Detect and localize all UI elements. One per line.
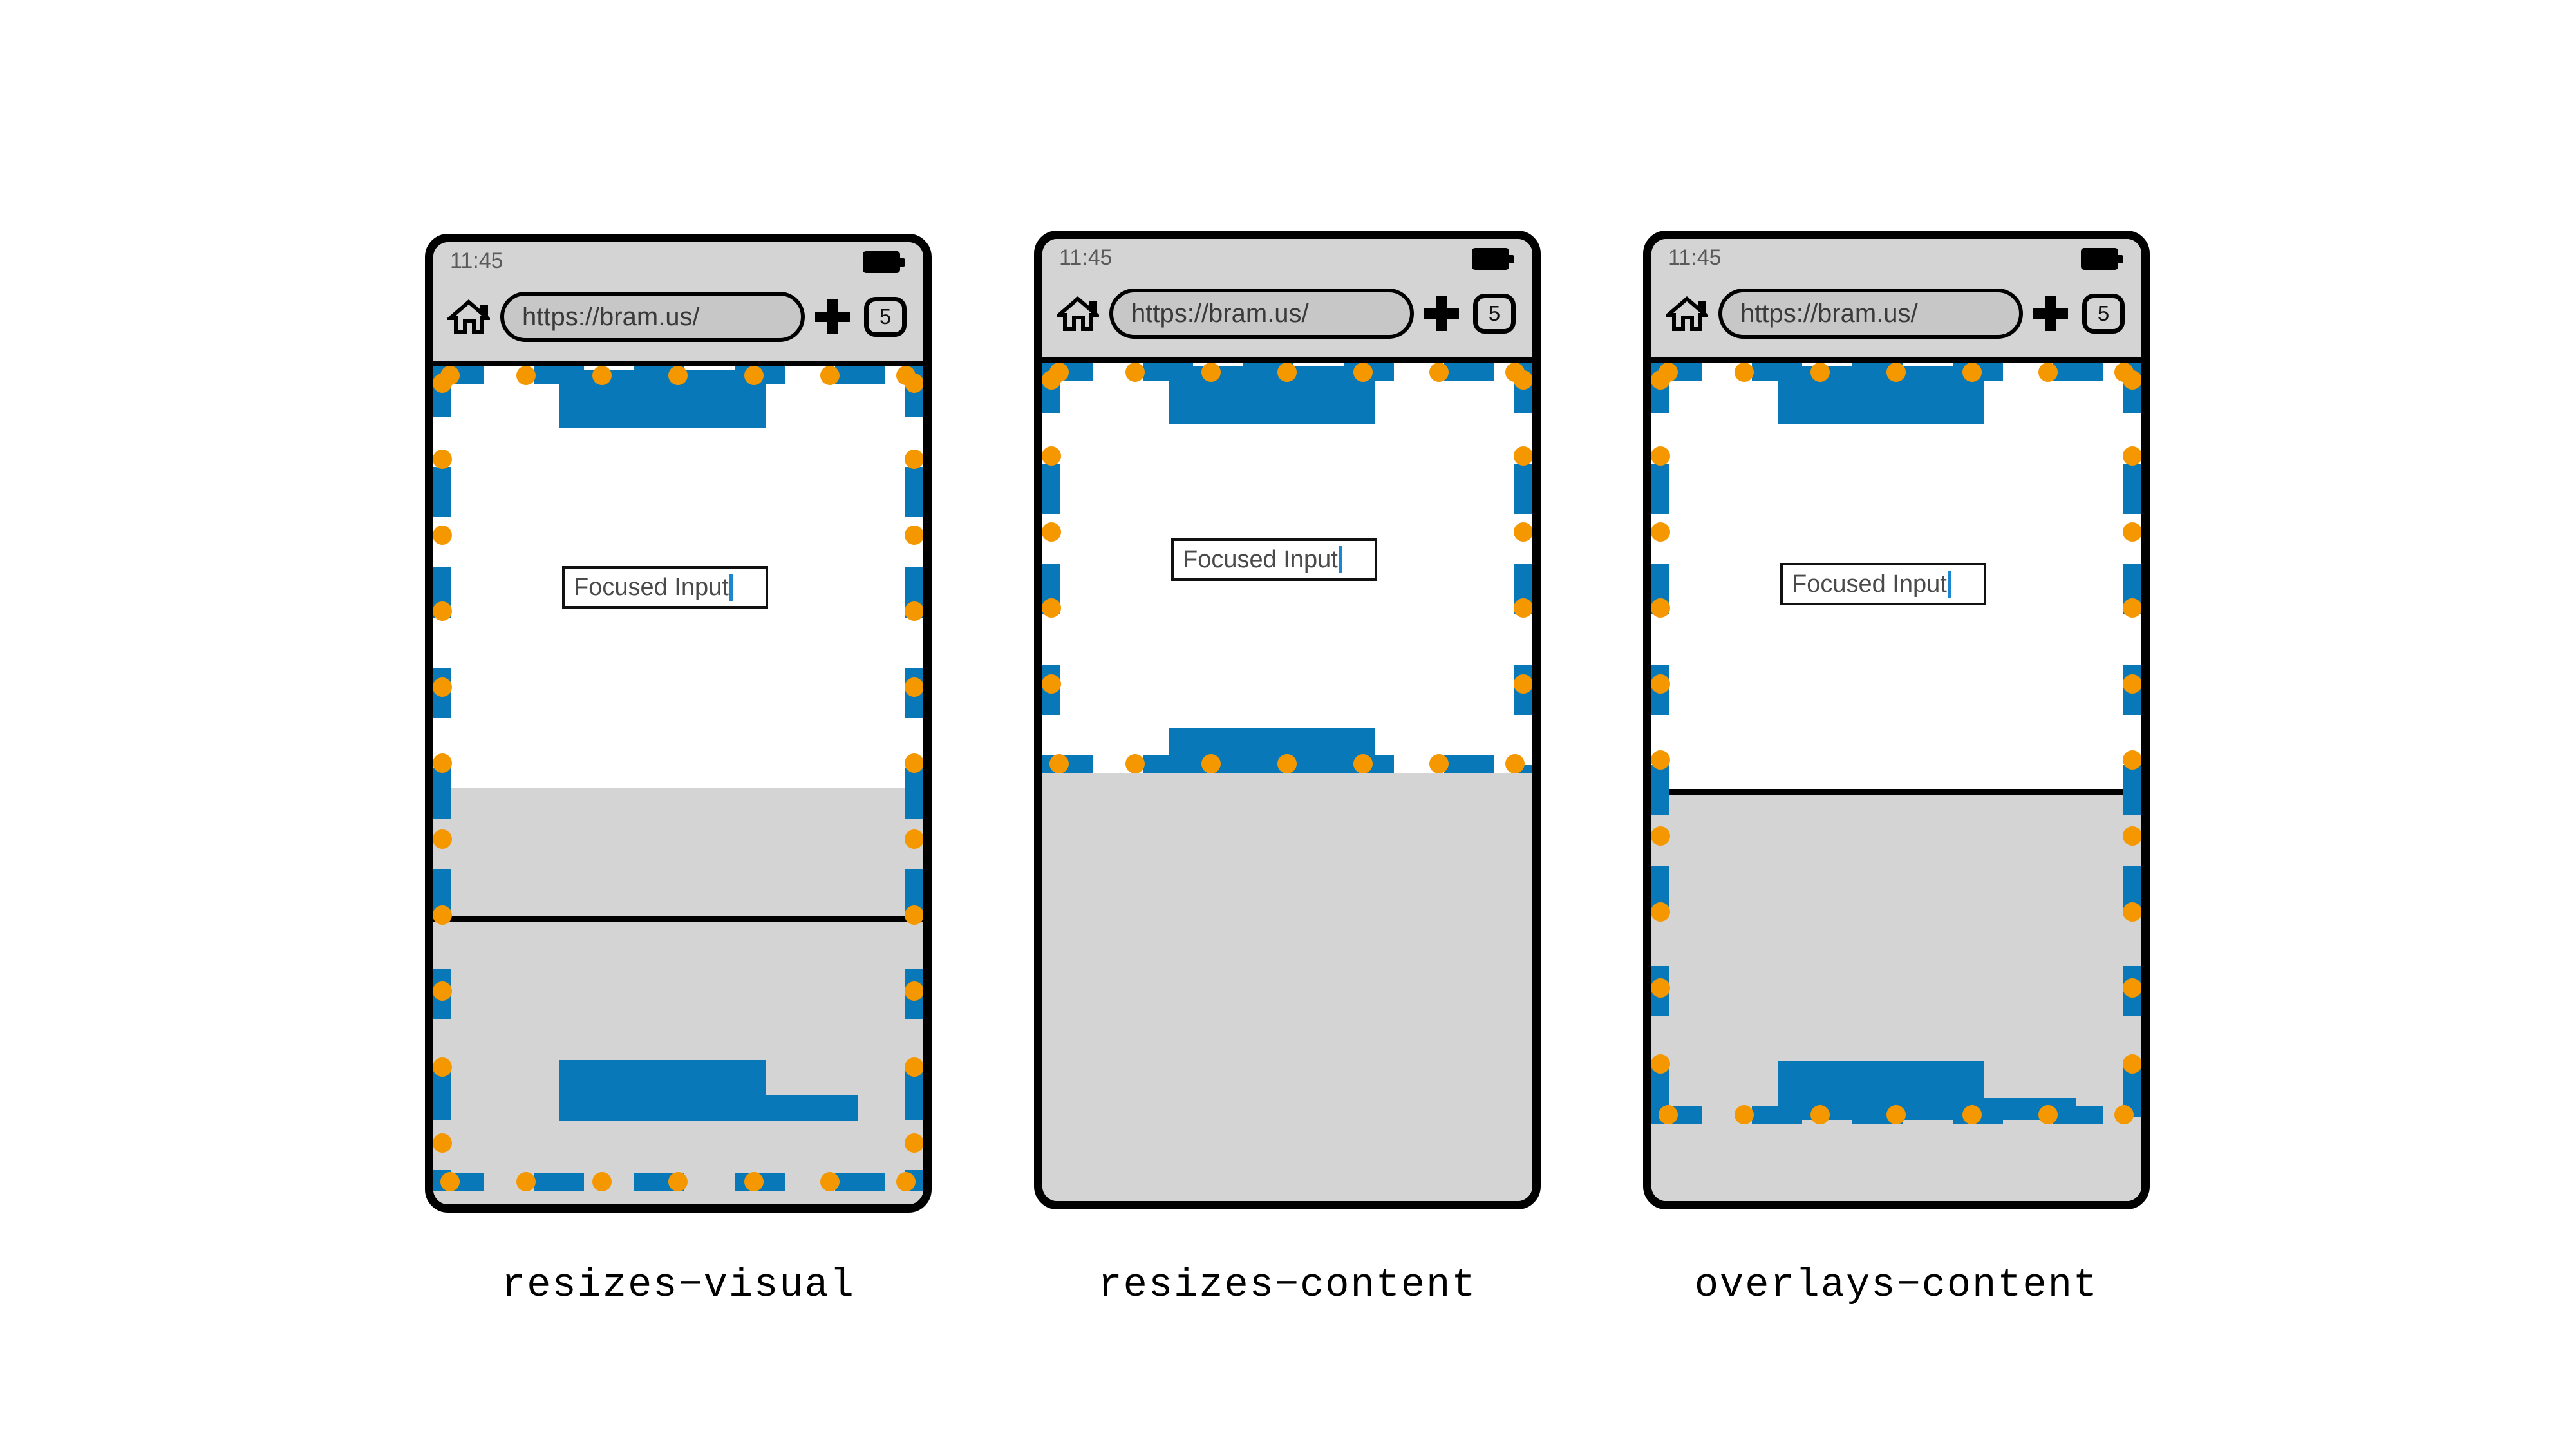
page-viewport: Focused Input xyxy=(1042,363,1532,773)
url-text: https://bram.us/ xyxy=(522,302,700,331)
browser-toolbar: https://bram.us/ 5 xyxy=(433,278,923,355)
battery-full-icon xyxy=(2081,248,2125,271)
plus-icon[interactable] xyxy=(2033,296,2068,331)
text-caret xyxy=(1947,571,1951,598)
keyboard-top-border xyxy=(1651,789,2141,795)
battery-full-icon xyxy=(863,251,907,274)
browser-chrome: 11:45 https://bram.us/ 5 xyxy=(1042,239,1532,363)
focused-input[interactable]: Focused Input xyxy=(1171,538,1377,581)
page-header-block xyxy=(1778,366,1984,424)
keyboard-top-border xyxy=(433,916,923,922)
caption-resizes-content: resizes−content xyxy=(1098,1262,1477,1308)
page-header-block xyxy=(559,370,766,428)
phone-mockup-resizes-content: 11:45 https://bram.us/ 5 Focused Input xyxy=(1034,231,1541,1209)
url-bar[interactable]: https://bram.us/ xyxy=(1109,289,1414,339)
status-clock: 11:45 xyxy=(450,249,503,273)
phone-mockup-resizes-visual: 11:45 https://bram.us/ 5 xyxy=(425,234,932,1213)
page-footer-block-extension-behind-keyboard xyxy=(1984,1098,2076,1120)
focused-input-value: Focused Input xyxy=(1792,570,1947,598)
on-screen-keyboard xyxy=(433,788,923,1204)
text-caret xyxy=(1338,546,1342,573)
plus-icon[interactable] xyxy=(815,299,850,334)
status-clock: 11:45 xyxy=(1059,245,1113,270)
focused-input-value: Focused Input xyxy=(574,573,729,601)
text-caret xyxy=(729,574,733,601)
tab-count-button[interactable]: 5 xyxy=(2082,294,2125,334)
plus-icon[interactable] xyxy=(1424,296,1459,331)
caption-overlays-content: overlays−content xyxy=(1694,1262,2099,1308)
url-text: https://bram.us/ xyxy=(1740,299,1918,328)
on-screen-keyboard xyxy=(1651,789,2141,1201)
home-icon[interactable] xyxy=(1666,296,1708,332)
browser-chrome: 11:45 https://bram.us/ 5 xyxy=(433,242,923,366)
battery-full-icon xyxy=(1472,248,1516,271)
status-bar: 11:45 xyxy=(433,242,923,281)
home-icon[interactable] xyxy=(1057,296,1099,332)
page-header-block xyxy=(1169,366,1375,424)
status-bar: 11:45 xyxy=(1651,239,2141,278)
on-screen-keyboard xyxy=(1042,773,1532,1201)
focused-input[interactable]: Focused Input xyxy=(1780,563,1986,605)
tab-count-button[interactable]: 5 xyxy=(1473,294,1516,334)
page-footer-block-behind-keyboard xyxy=(1778,1061,1984,1120)
home-icon[interactable] xyxy=(447,299,490,335)
browser-toolbar: https://bram.us/ 5 xyxy=(1651,275,2141,352)
page-footer-block xyxy=(1169,728,1375,773)
status-bar: 11:45 xyxy=(1042,239,1532,278)
url-bar[interactable]: https://bram.us/ xyxy=(500,292,805,342)
browser-toolbar: https://bram.us/ 5 xyxy=(1042,275,1532,352)
page-footer-block-extension-behind-keyboard xyxy=(766,1095,858,1121)
page-footer-block-behind-keyboard xyxy=(559,1060,766,1121)
url-bar[interactable]: https://bram.us/ xyxy=(1718,289,2023,339)
focused-input-value: Focused Input xyxy=(1183,545,1338,573)
phone-mockup-overlays-content: 11:45 https://bram.us/ 5 Focused Input xyxy=(1643,231,2150,1209)
caption-resizes-visual: resizes−visual xyxy=(502,1262,855,1308)
url-text: https://bram.us/ xyxy=(1131,299,1309,328)
focused-input[interactable]: Focused Input xyxy=(562,566,768,609)
browser-chrome: 11:45 https://bram.us/ 5 xyxy=(1651,239,2141,363)
tab-count-button[interactable]: 5 xyxy=(864,297,907,337)
status-clock: 11:45 xyxy=(1668,245,1722,270)
